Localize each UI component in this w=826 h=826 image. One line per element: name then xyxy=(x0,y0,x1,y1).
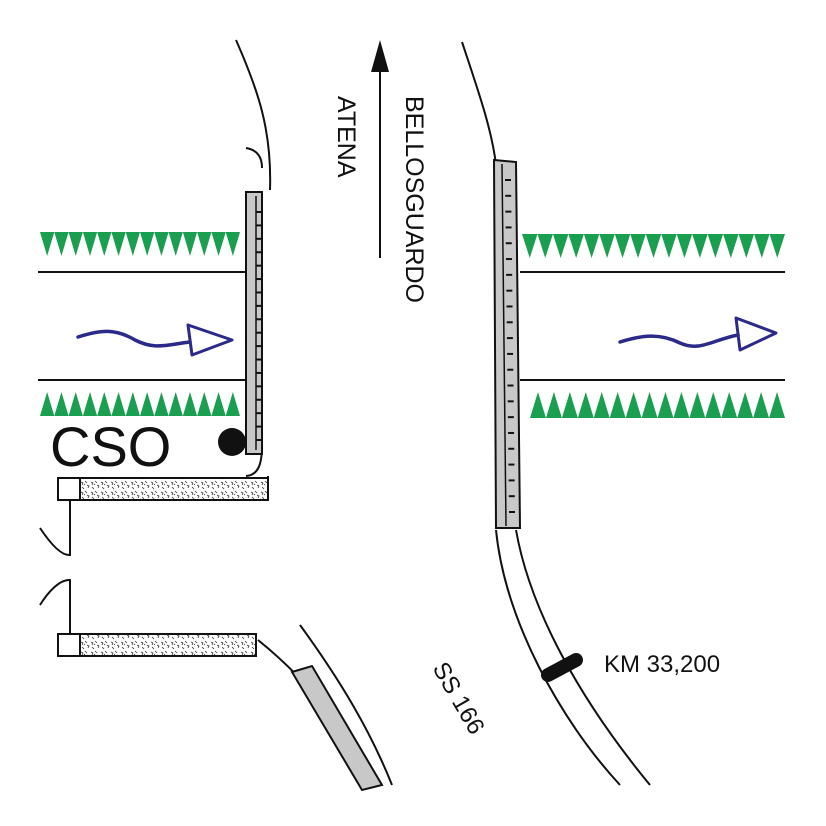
vegetation-tooth xyxy=(707,234,724,258)
vegetation-tooth xyxy=(111,392,126,416)
vegetation-tooth xyxy=(211,232,226,256)
north-arrow-icon xyxy=(371,40,389,258)
vegetation-tooth xyxy=(721,392,738,418)
vegetation-tooth xyxy=(40,232,55,256)
lower-gravel-wall xyxy=(57,633,257,657)
vegetation-tooth xyxy=(97,392,112,416)
vegetation-tooth xyxy=(577,392,594,418)
road-left-edge xyxy=(235,39,272,191)
vegetation-tooth xyxy=(769,234,785,258)
vegetation-tooth xyxy=(168,392,183,416)
vegetation-tooth xyxy=(154,392,169,416)
vegetation-tooth xyxy=(154,232,169,256)
vegetation-tooth xyxy=(211,392,226,416)
vegetation-tooth xyxy=(645,234,662,258)
road-lower-outer xyxy=(299,624,393,786)
upper-gravel-wall xyxy=(57,476,269,501)
vegetation-tooth xyxy=(568,234,584,258)
vegetation-tooth xyxy=(182,392,198,416)
vegetation-tooth xyxy=(168,232,183,256)
vegetation-tooth xyxy=(676,234,693,258)
vegetation-tooth xyxy=(140,232,155,256)
wavy-arrow-icon xyxy=(76,323,234,357)
vegetation-tooth xyxy=(82,392,98,416)
filled-circle-icon xyxy=(218,428,246,456)
vegetation-tooth xyxy=(68,232,83,256)
vegetation-right-bottom xyxy=(530,392,785,418)
vegetation-tooth xyxy=(545,392,562,418)
vegetation-tooth xyxy=(614,234,631,258)
vegetation-tooth xyxy=(522,234,538,258)
vegetation-tooth xyxy=(661,234,677,258)
vegetation-tooth xyxy=(692,234,708,258)
road-name-label: SS 166 xyxy=(427,658,490,740)
lower-barrier xyxy=(290,664,384,792)
vegetation-tooth xyxy=(689,392,706,418)
road-right-lower-inner xyxy=(515,529,651,786)
wavy-arrow-icon-right xyxy=(618,316,778,352)
vegetation-tooth xyxy=(68,392,83,416)
vegetation-tooth xyxy=(657,392,674,418)
vegetation-tooth xyxy=(754,234,770,258)
vegetation-tooth xyxy=(125,392,140,416)
left-barrier xyxy=(245,191,263,455)
vegetation-tooth xyxy=(54,392,69,416)
vegetation-tooth xyxy=(705,392,722,418)
vegetation-tooth xyxy=(537,234,553,258)
vegetation-tooth xyxy=(630,234,646,258)
vegetation-tooth xyxy=(625,392,642,418)
vegetation-tooth xyxy=(723,234,739,258)
vegetation-tooth xyxy=(673,392,690,418)
vegetation-tooth xyxy=(111,232,126,256)
vegetation-tooth xyxy=(125,232,140,256)
vegetation-tooth xyxy=(753,392,770,418)
vegetation-right-top xyxy=(522,234,785,258)
vegetation-tooth xyxy=(197,392,212,416)
road-right-edge xyxy=(461,41,497,166)
vegetation-tooth xyxy=(561,392,578,418)
vegetation-tooth xyxy=(738,234,755,258)
vegetation-tooth xyxy=(599,234,615,258)
vegetation-tooth xyxy=(82,232,98,256)
vegetation-tooth xyxy=(182,232,198,256)
channel-lines xyxy=(38,271,785,381)
gate-arcs xyxy=(39,500,71,634)
km-post xyxy=(541,653,583,682)
vegetation-left-bottom xyxy=(40,392,240,416)
vegetation-tooth xyxy=(40,392,55,416)
right-barrier xyxy=(492,158,522,529)
vegetation-tooth xyxy=(593,392,610,418)
vegetation-tooth xyxy=(552,234,569,258)
left-curb xyxy=(245,147,263,169)
km-marker-label: KM 33,200 xyxy=(604,651,720,678)
vegetation-tooth xyxy=(225,232,240,256)
direction-label-bellosguardo: BELLOSGUARDO xyxy=(400,96,428,303)
vegetation-tooth xyxy=(769,392,785,418)
vegetation-tooth xyxy=(530,392,546,418)
vegetation-tooth xyxy=(97,232,112,256)
vegetation-tooth xyxy=(583,234,600,258)
gate-upper-arc xyxy=(39,500,71,556)
vegetation-tooth xyxy=(197,232,212,256)
vegetation-tooth xyxy=(737,392,754,418)
direction-label-atena: ATENA xyxy=(332,96,360,178)
vegetation-tooth xyxy=(641,392,658,418)
vegetation-tooth xyxy=(609,392,626,418)
vegetation-tooth xyxy=(140,392,155,416)
gate-lower-arc xyxy=(39,578,71,634)
vegetation-tooth xyxy=(225,392,240,416)
road-right-lower-edge xyxy=(495,529,621,786)
vegetation-left-top xyxy=(40,232,240,256)
cso-label: CSO xyxy=(50,415,171,478)
vegetation-tooth xyxy=(54,232,69,256)
